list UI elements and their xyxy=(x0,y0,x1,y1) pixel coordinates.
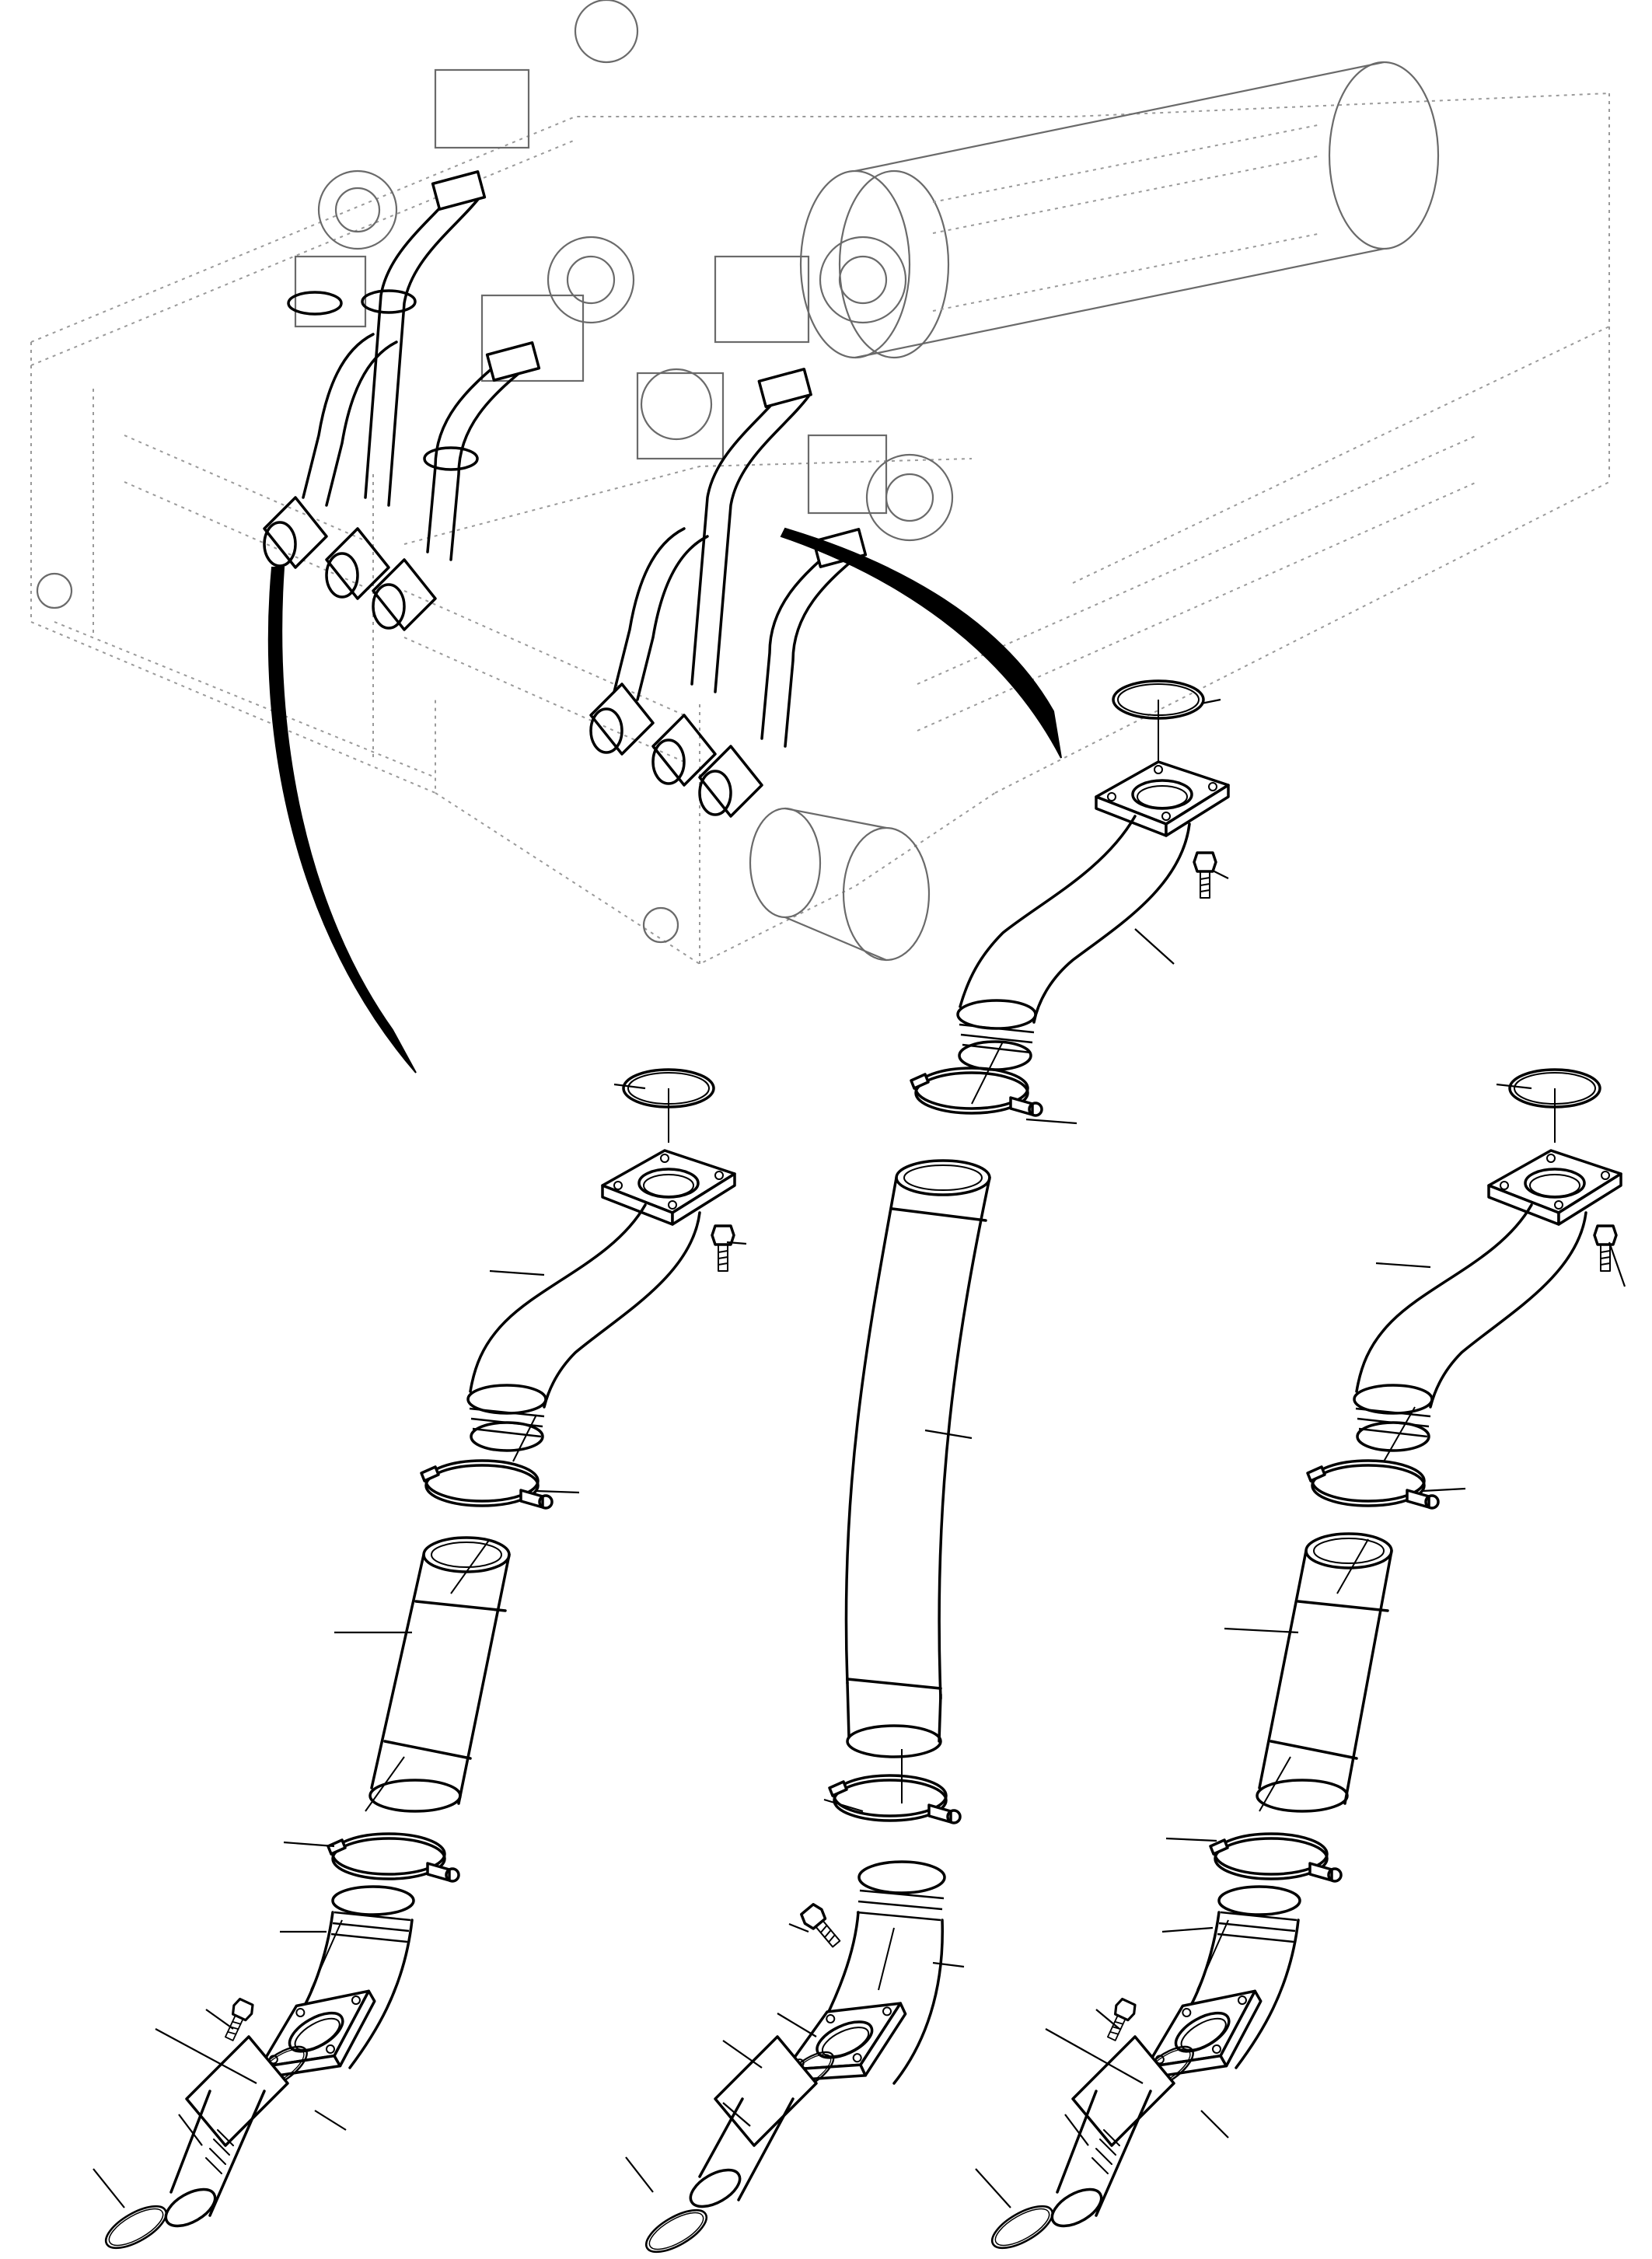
band-clamp-upper xyxy=(420,1459,554,1510)
lifting-eye xyxy=(36,572,679,944)
leader-lines-right xyxy=(975,1083,1626,2208)
strainer-body xyxy=(164,2035,289,2228)
leader-lines-left xyxy=(93,1083,747,2208)
o-ring-bottom xyxy=(985,2197,1060,2257)
pump-cluster-left xyxy=(294,0,639,382)
hose-straight xyxy=(368,1536,511,1813)
band-clamp-upper xyxy=(910,1067,1043,1117)
flange-top xyxy=(601,1149,736,1226)
overview-hose-set-right xyxy=(589,368,868,818)
callout-arrow-right xyxy=(780,527,1062,759)
flange-top xyxy=(1487,1149,1622,1226)
elbow-pipe-upper xyxy=(1353,1203,1587,1452)
strainer-body xyxy=(1050,2035,1175,2228)
assembly-right xyxy=(975,1068,1626,2257)
o-ring-bottom xyxy=(639,2201,714,2259)
elbow-pipe-lower xyxy=(823,1860,946,2085)
machine-overview xyxy=(30,0,1610,965)
flange-bolt xyxy=(1193,851,1217,899)
flange-bolt xyxy=(711,1224,735,1273)
overview-hose-set-left xyxy=(263,170,541,631)
o-ring-bottom xyxy=(99,2197,173,2257)
hose-straight xyxy=(1256,1532,1393,1813)
flange-bolt xyxy=(1593,1224,1618,1273)
band-clamp-lower xyxy=(327,1832,460,1883)
assembly-left xyxy=(93,1068,747,2257)
callout-arrow-left xyxy=(267,567,417,1074)
assembly-center xyxy=(625,679,1230,2259)
elbow-pipe-upper xyxy=(466,1203,701,1452)
flange-bolt-lower xyxy=(797,1901,847,1953)
machine-drum xyxy=(799,61,1440,359)
discharge-pipe xyxy=(749,807,931,962)
pump-cluster-right xyxy=(636,236,954,542)
band-clamp-lower xyxy=(828,1774,962,1824)
flange-top xyxy=(1095,760,1230,837)
band-clamp-lower xyxy=(1209,1832,1343,1883)
leader-lines-center xyxy=(625,698,1229,2193)
elbow-pipe-upper xyxy=(956,815,1191,1071)
hose-long-curved xyxy=(844,1159,991,1758)
band-clamp-upper xyxy=(1306,1459,1440,1510)
machine-frame xyxy=(30,93,1610,965)
elbow-pipe-lower xyxy=(294,1885,415,2069)
